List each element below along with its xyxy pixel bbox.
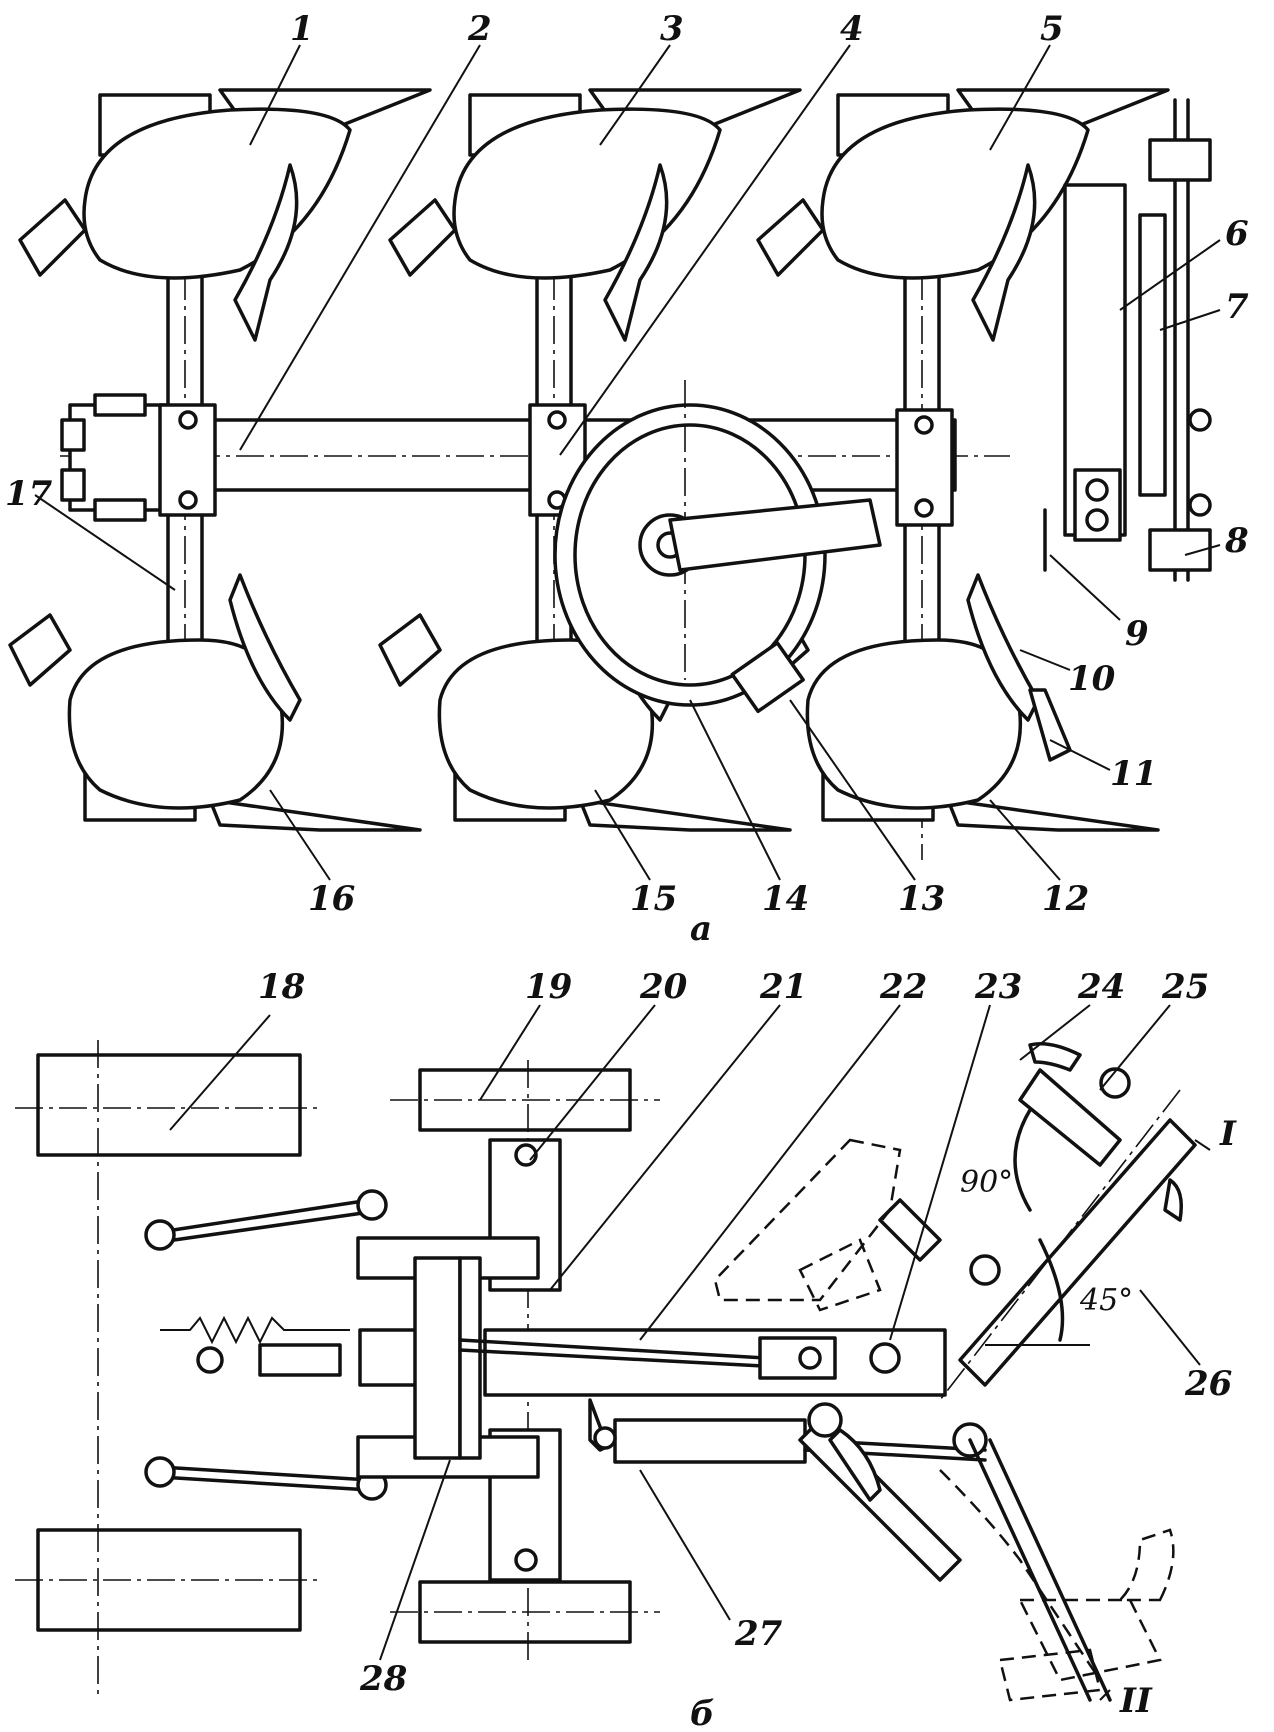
post-clamps bbox=[158, 403, 954, 527]
label-26: 26 bbox=[1184, 1364, 1232, 1404]
label-5: 5 bbox=[1040, 9, 1064, 49]
angle-45: 45° bbox=[1079, 1283, 1133, 1318]
hitch-block bbox=[60, 393, 167, 522]
labels-b: 18 19 20 21 22 23 24 25 26 27 28 I II б bbox=[258, 967, 1237, 1732]
main-beam bbox=[458, 1328, 947, 1397]
label-17: 17 bbox=[5, 474, 53, 514]
angle-90: 90° bbox=[960, 1165, 1013, 1200]
label-3: 3 bbox=[660, 9, 684, 49]
crossbars bbox=[356, 1236, 540, 1479]
angle-marks: 90° 45° bbox=[960, 1108, 1133, 1346]
upper-body-5 bbox=[756, 88, 1170, 342]
label-23: 23 bbox=[974, 967, 1022, 1007]
label-20: 20 bbox=[639, 967, 688, 1007]
tractor-wheels bbox=[15, 1040, 320, 1700]
label-21: 21 bbox=[759, 967, 807, 1007]
body-diagonal bbox=[798, 1402, 1112, 1702]
view-a: 1 2 3 4 5 6 7 8 9 10 11 12 13 14 15 16 1… bbox=[5, 9, 1249, 949]
position-I: I bbox=[1219, 1114, 1237, 1154]
label-16: 16 bbox=[308, 879, 355, 919]
label-7: 7 bbox=[1225, 287, 1249, 327]
label-15: 15 bbox=[630, 879, 677, 919]
label-12: 12 bbox=[1042, 879, 1089, 919]
lower-body-16 bbox=[8, 573, 422, 832]
label-10: 10 bbox=[1068, 659, 1116, 699]
label-8: 8 bbox=[1224, 521, 1249, 561]
label-4: 4 bbox=[840, 9, 864, 49]
label-2: 2 bbox=[467, 9, 492, 49]
dashed-positions bbox=[713, 1138, 1175, 1702]
view-b: 90° 45° 18 19 20 21 22 23 24 bbox=[15, 967, 1237, 1732]
label-25: 25 bbox=[1161, 967, 1209, 1007]
right-mechanism bbox=[1043, 98, 1212, 582]
label-9: 9 bbox=[1125, 614, 1149, 654]
view-label-a: а bbox=[690, 909, 712, 949]
label-14: 14 bbox=[762, 879, 809, 919]
label-13: 13 bbox=[898, 879, 945, 919]
upper-body-1 bbox=[18, 88, 432, 342]
labels-a: 1 2 3 4 5 6 7 8 9 10 11 12 13 14 15 16 1… bbox=[5, 9, 1249, 949]
upper-body-3 bbox=[388, 88, 802, 342]
upper-bodies bbox=[18, 88, 1170, 342]
label-11: 11 bbox=[1110, 754, 1157, 794]
lower-bar bbox=[588, 1398, 987, 1464]
label-27: 27 bbox=[734, 1614, 783, 1654]
label-19: 19 bbox=[525, 967, 572, 1007]
label-24: 24 bbox=[1077, 967, 1125, 1007]
label-6: 6 bbox=[1225, 214, 1249, 254]
leaders-a bbox=[34, 44, 1221, 881]
label-22: 22 bbox=[879, 967, 927, 1007]
view-label-b: б bbox=[690, 1694, 715, 1732]
rotating-frame bbox=[878, 1042, 1197, 1401]
gauge-wheel bbox=[553, 380, 882, 714]
position-II: II bbox=[1119, 1681, 1153, 1721]
leaders-b bbox=[169, 1004, 1211, 1701]
label-1: 1 bbox=[290, 9, 314, 49]
label-28: 28 bbox=[359, 1659, 407, 1699]
label-18: 18 bbox=[258, 967, 305, 1007]
